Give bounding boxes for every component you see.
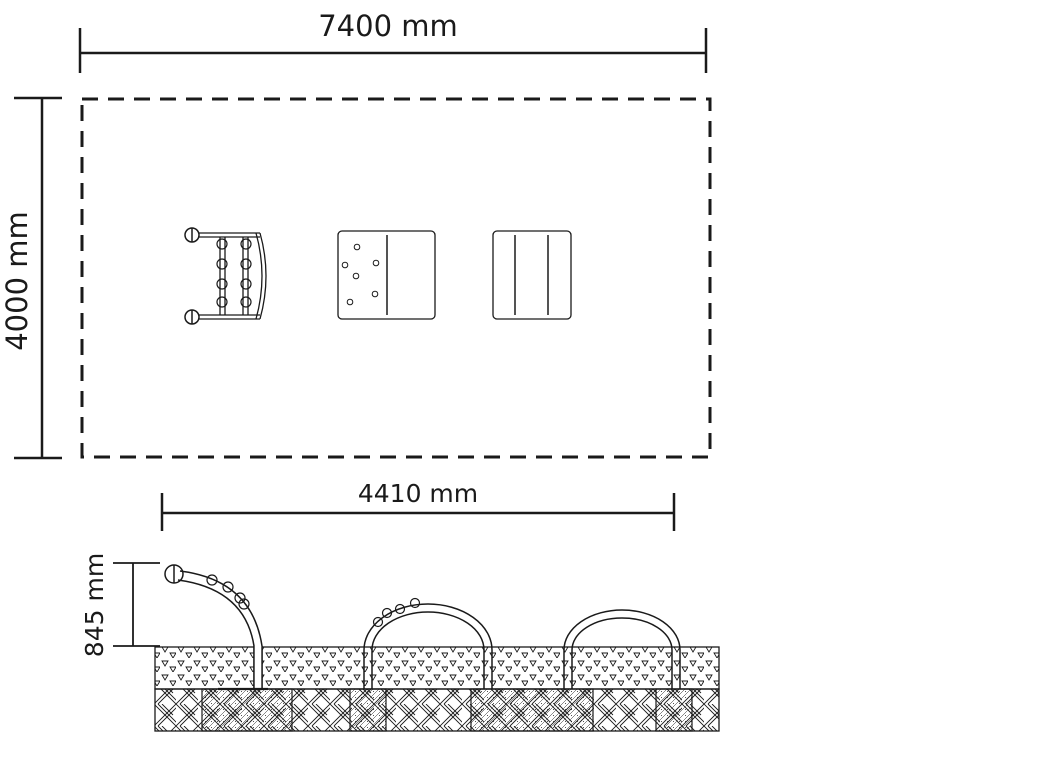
height-label: 845 mm [80, 553, 109, 657]
surfacing-layer [154, 646, 720, 690]
dimension-equipment-length: 4410 mm [160, 479, 676, 531]
footing-4 [655, 688, 693, 732]
plan-element-dots [337, 230, 436, 320]
elevation-element-lines [563, 609, 681, 689]
footing-3 [470, 688, 594, 732]
dimension-height: 845 mm [80, 553, 160, 657]
plan-element-handles [184, 227, 267, 325]
overall-width-label: 7400 mm [318, 9, 458, 43]
ground-section [154, 646, 720, 732]
safety-zone-outline [80, 97, 712, 459]
plan-element-lines [492, 230, 572, 320]
overall-depth-label: 4000 mm [0, 211, 34, 351]
elevation-element-dots [363, 597, 493, 689]
dimension-overall-width: 7400 mm [78, 9, 708, 73]
elevation-element-handles [164, 564, 268, 691]
dimension-overall-depth: 4000 mm [0, 96, 62, 460]
footing-2 [349, 688, 387, 732]
equipment-length-label: 4410 mm [358, 479, 478, 508]
footing-1 [201, 688, 293, 732]
